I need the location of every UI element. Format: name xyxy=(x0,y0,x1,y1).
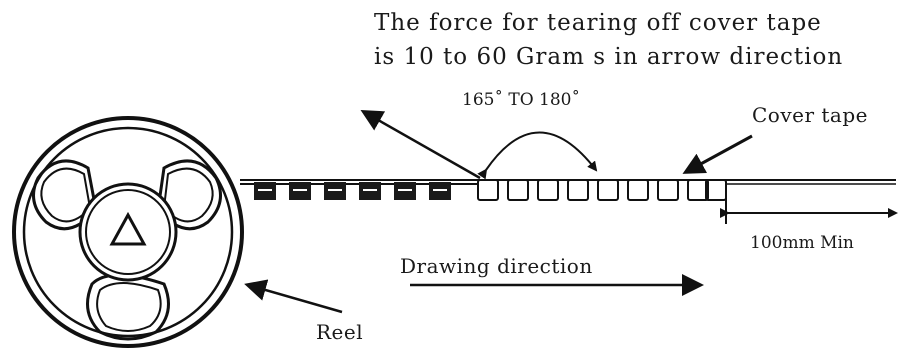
reel-pointer-arrow xyxy=(244,279,343,314)
reel-spoke-cutout-right xyxy=(156,159,222,231)
hub-triangle-icon xyxy=(109,211,147,246)
angle-arc-arrow xyxy=(477,131,598,180)
cover-tape-pointer-arrow xyxy=(682,134,753,174)
reel-spoke-cutout-bottom xyxy=(86,273,170,341)
title-line-1: The force for tearing off cover tape xyxy=(374,10,822,36)
distance-label: 100mm Min xyxy=(750,233,854,253)
reel-spoke-cutout-left xyxy=(32,159,98,231)
cover-tape-label: Cover tape xyxy=(752,103,868,127)
open-pockets xyxy=(477,179,727,201)
peel-direction-arrow xyxy=(360,110,481,180)
title-line-2: is 10 to 60 Gram s in arrow direction xyxy=(374,44,844,70)
distance-dimension xyxy=(720,194,898,224)
drawing-direction-label: Drawing direction xyxy=(400,254,593,278)
reel xyxy=(12,116,244,348)
reel-label: Reel xyxy=(316,320,364,344)
covered-pockets xyxy=(254,182,451,200)
angle-label: 165˚ TO 180˚ xyxy=(462,90,580,110)
